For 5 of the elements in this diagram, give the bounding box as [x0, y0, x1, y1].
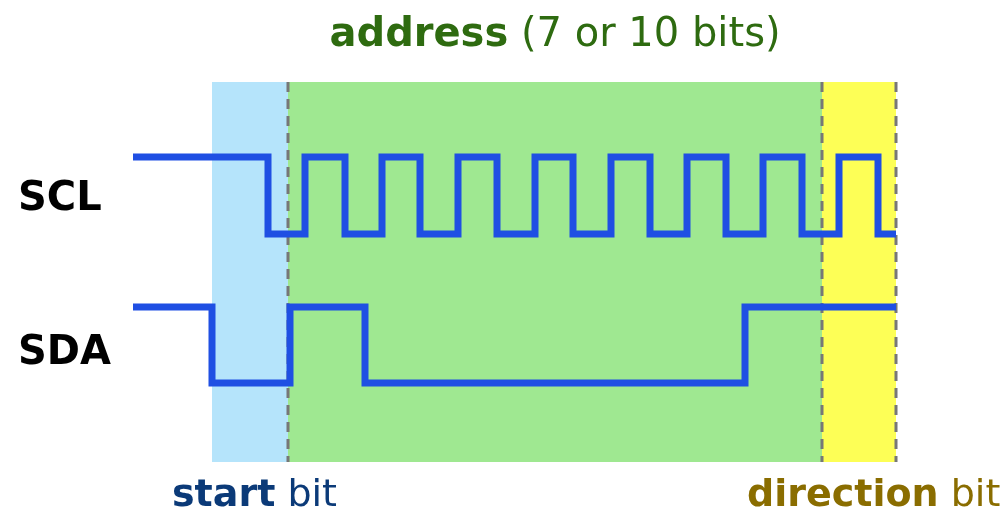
signal-label: SDA — [18, 330, 111, 370]
band-label: address (7 or 10 bits) — [329, 12, 781, 52]
signal-label: SCL — [18, 176, 102, 216]
band-label: start bit — [172, 474, 337, 512]
band-label: direction bit — [747, 474, 1001, 512]
